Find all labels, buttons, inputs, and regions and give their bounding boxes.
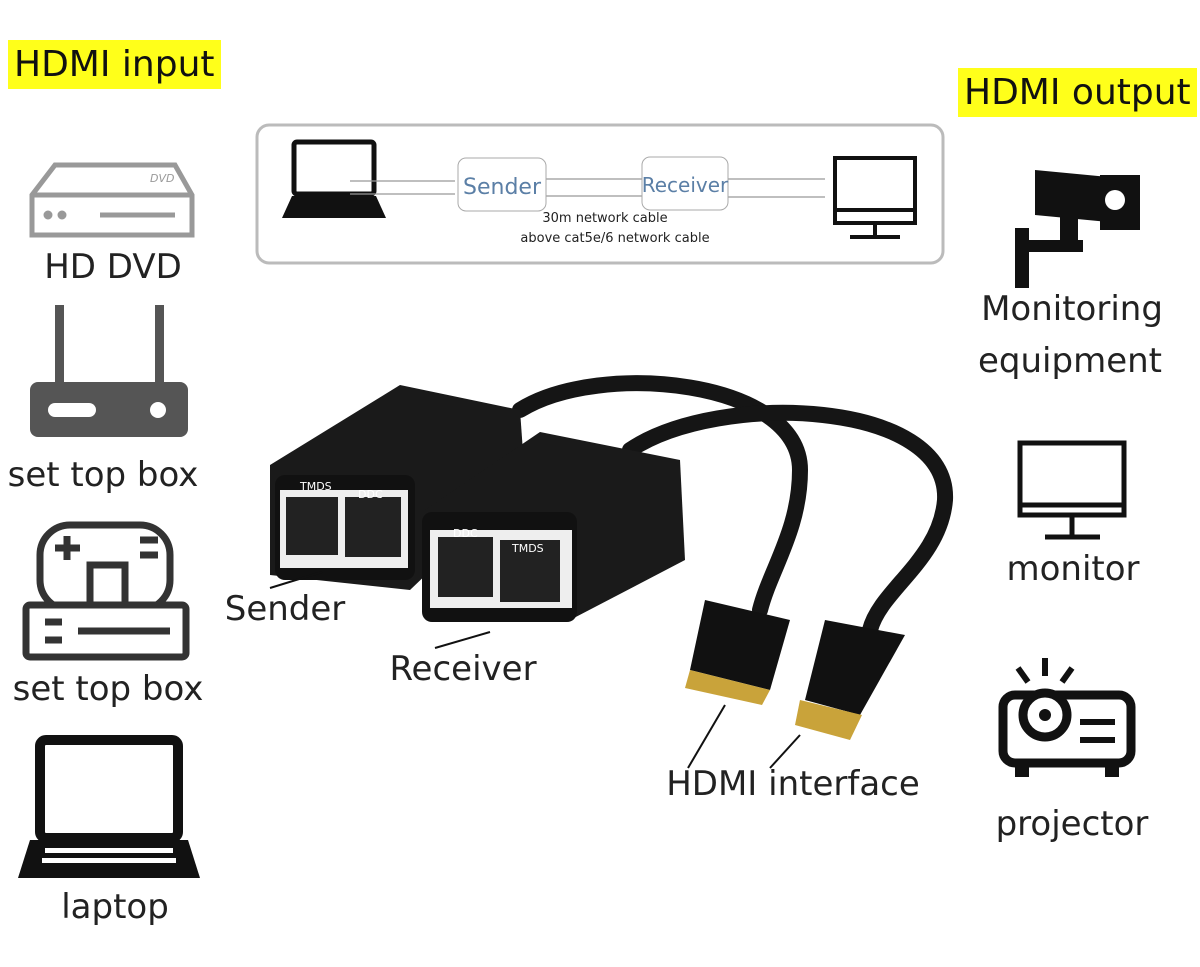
callout-lines: [269, 571, 801, 769]
monitor-icon: [1017, 440, 1127, 540]
hdmi-input-header: HDMI input: [8, 40, 221, 90]
security-camera-icon: [1015, 170, 1140, 288]
projector-icon: [998, 658, 1136, 777]
hdmi-plug-1: [685, 600, 790, 705]
sender-callout-label: Sender: [224, 589, 346, 629]
input-label-laptop: laptop: [61, 887, 169, 927]
game-console-icon: [22, 521, 190, 661]
dvd-logo-text: DVD: [150, 172, 174, 185]
dvd-player-icon: DVD: [29, 162, 195, 238]
cable-type-text: above cat5e/6 network cable: [520, 231, 709, 246]
receiver-tmds-port-label: TMDS: [511, 542, 544, 555]
output-label-projector: projector: [995, 804, 1149, 844]
connection-diagram: Sender Receiver 30m network cable above …: [255, 123, 945, 265]
cable-length-text: 30m network cable: [542, 211, 667, 226]
diagram-monitor-icon: [833, 156, 917, 239]
laptop-icon: [18, 735, 200, 878]
receiver-ddc-port-label: DDC: [453, 527, 478, 540]
input-label-set-top-box-1: set top box: [7, 455, 199, 495]
diagram-sender-box: Sender: [463, 175, 542, 200]
router-set-top-box-icon: [30, 305, 188, 437]
hdmi-output-header: HDMI output: [958, 68, 1197, 118]
receiver-unit: DDC TMDS: [422, 432, 685, 622]
sender-unit: TMDS DDC: [270, 385, 525, 590]
output-label-monitoring-1: Monitoring: [981, 289, 1163, 329]
input-label-set-top-box-2: set top box: [12, 669, 204, 709]
output-label-monitoring-2: equipment: [978, 341, 1162, 381]
hdmi-plug-2: [795, 620, 905, 740]
diagram-receiver-box: Receiver: [642, 173, 729, 197]
sender-tmds-port-label: TMDS: [299, 480, 332, 493]
hdmi-interface-callout-label: HDMI interface: [666, 764, 920, 804]
sender-ddc-port-label: DDC: [358, 488, 383, 501]
input-label-hd-dvd: HD DVD: [44, 247, 182, 287]
diagram-laptop-icon: [282, 139, 386, 218]
hdmi-cables: [512, 375, 954, 638]
receiver-callout-label: Receiver: [389, 649, 537, 689]
output-label-monitor: monitor: [1006, 549, 1140, 589]
